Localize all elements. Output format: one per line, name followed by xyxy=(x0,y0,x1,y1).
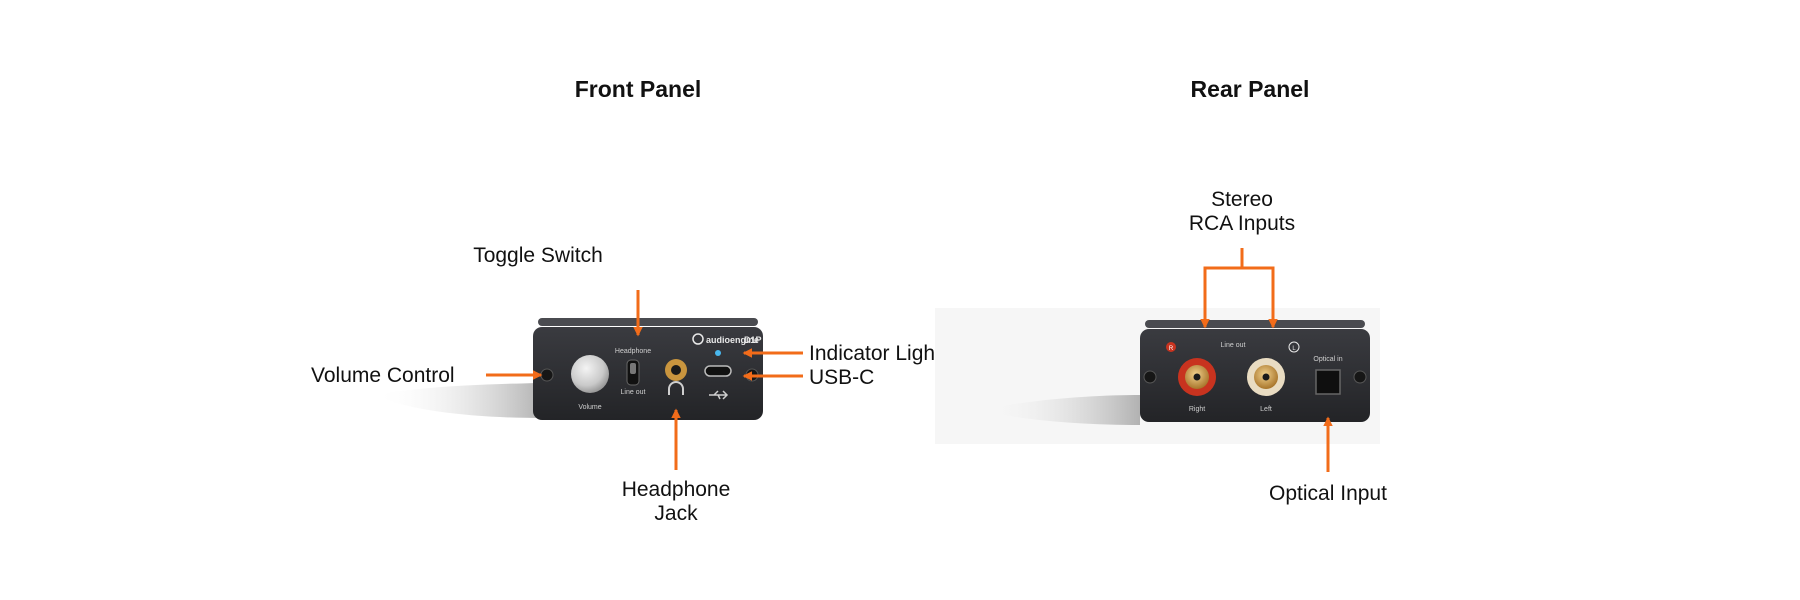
headphone-switch-label: Headphone xyxy=(615,348,651,355)
right-channel-marker-text: R xyxy=(1169,346,1174,352)
rear-device-shadow xyxy=(980,395,1140,425)
volume-knob[interactable] xyxy=(571,355,609,393)
rear-panel-title: Rear Panel xyxy=(1191,76,1310,102)
front-device-top-edge xyxy=(538,318,758,326)
callout-stereo-rca-line1: Stereo xyxy=(1211,188,1273,211)
callout-indicator-light: Indicator Light xyxy=(809,342,941,365)
optical-in-label: Optical in xyxy=(1313,356,1342,363)
rear-screw-left xyxy=(1143,370,1157,384)
usb-icon xyxy=(709,390,729,400)
rca-right-label: Right xyxy=(1189,406,1205,413)
front-device-shadow xyxy=(375,383,540,418)
volume-label: Volume xyxy=(578,404,601,411)
model-name: D1P xyxy=(744,335,762,345)
callout-stereo-rca-line2: RCA Inputs xyxy=(1189,212,1295,235)
headphone-icon xyxy=(668,381,684,395)
left-channel-marker-icon xyxy=(1288,341,1300,353)
callout-headphone-jack-line2: Jack xyxy=(654,502,698,525)
rear-lineout-label: Line out xyxy=(1221,342,1246,349)
usb-c-port[interactable] xyxy=(704,365,732,377)
front-device-body xyxy=(533,327,763,420)
toggle-switch-lever xyxy=(630,363,636,374)
rear-device-top-edge xyxy=(1145,320,1365,328)
optical-input-port[interactable] xyxy=(1315,369,1341,395)
rear-device: R Line out L Right Left Optical in xyxy=(935,308,1380,444)
bracket-stereo-rca xyxy=(1203,248,1275,320)
callout-optical-input: Optical Input xyxy=(1269,482,1387,505)
callout-volume-control: Volume Control xyxy=(311,364,455,387)
audioengine-logo-icon xyxy=(692,333,704,345)
rca-left-pin xyxy=(1262,373,1270,381)
front-panel-title: Front Panel xyxy=(575,76,702,102)
indicator-light xyxy=(715,350,721,356)
rca-left-label: Left xyxy=(1260,406,1272,413)
right-channel-marker-icon xyxy=(1166,342,1176,352)
callout-toggle-switch: Toggle Switch xyxy=(473,244,603,267)
rca-right-pin xyxy=(1193,373,1201,381)
lineout-switch-label: Line out xyxy=(621,389,646,396)
callout-headphone-jack-line1: Headphone xyxy=(622,478,731,501)
left-channel-marker-text: L xyxy=(1292,346,1296,352)
front-device: Volume Headphone Line out audioengine D1… xyxy=(375,318,763,420)
front-screw-left xyxy=(540,368,554,382)
rear-screw-right xyxy=(1353,370,1367,384)
headphone-jack-hole xyxy=(671,365,681,375)
brand-name: audioengine xyxy=(706,335,759,345)
callout-usb-c: USB-C xyxy=(809,366,874,389)
